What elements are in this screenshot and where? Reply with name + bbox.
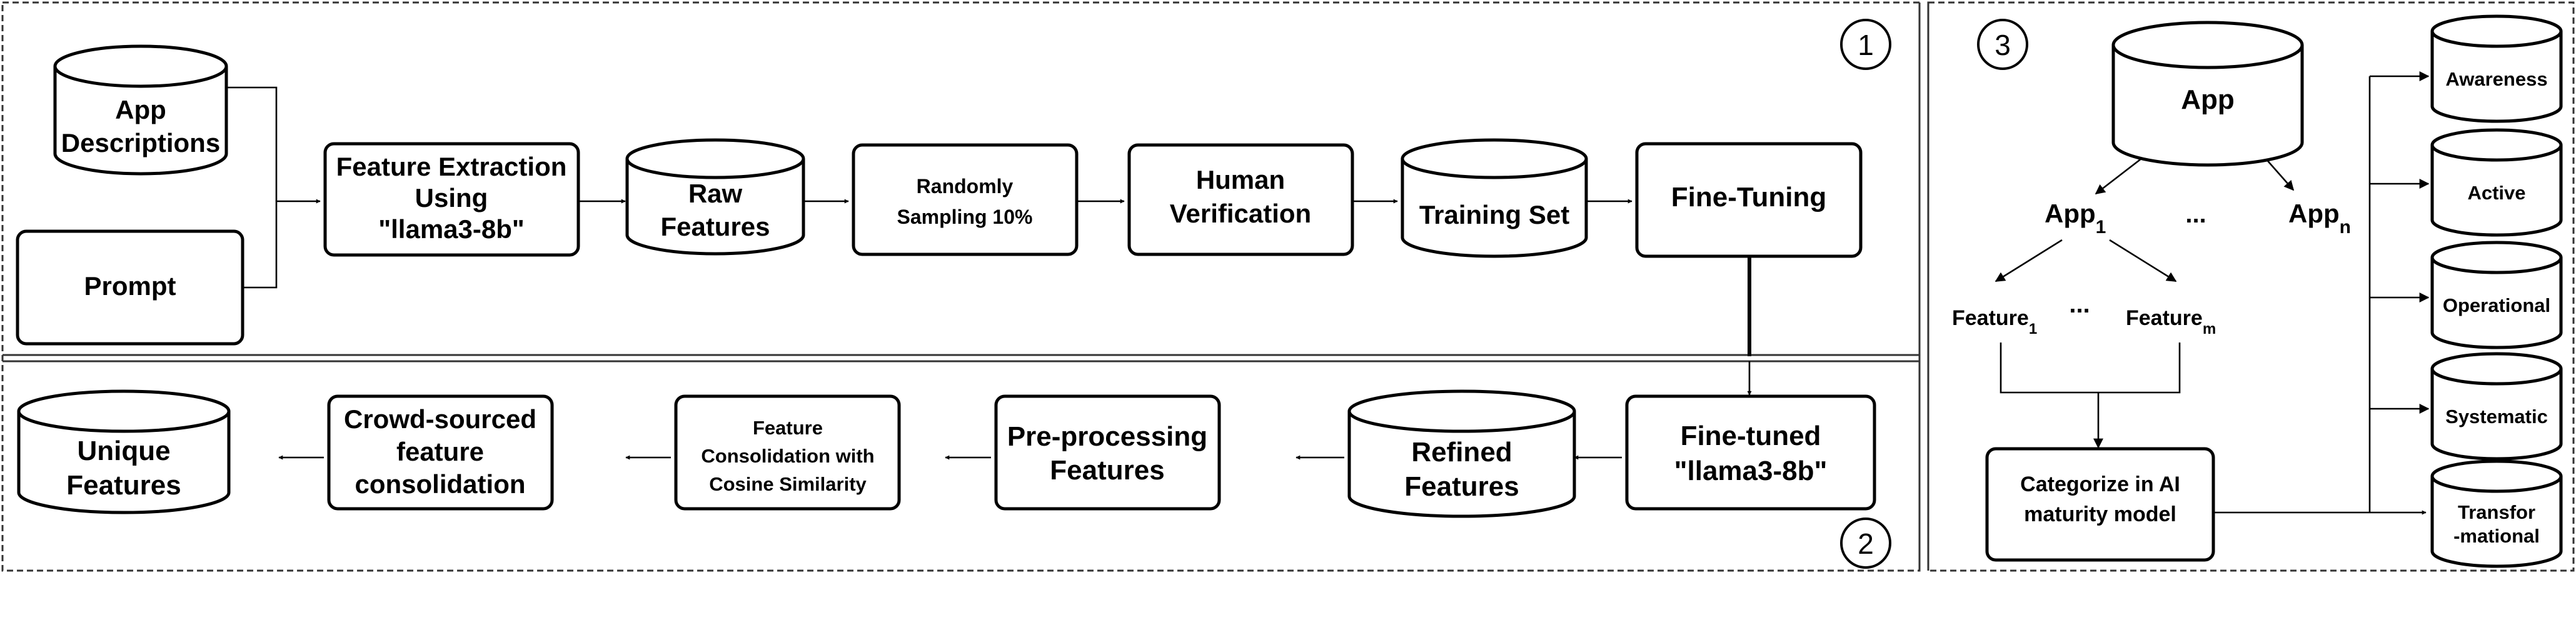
svg-text:Fine-tuned: Fine-tuned	[1681, 421, 1821, 451]
svg-text:Sampling 10%: Sampling 10%	[897, 206, 1033, 228]
prompt-box: Prompt	[16, 229, 244, 346]
svg-text:App: App	[2181, 84, 2235, 115]
app-descriptions-cylinder: App Descriptions	[53, 44, 228, 176]
maturity-level-label: Operational	[2443, 294, 2550, 316]
svg-text:Using: Using	[415, 183, 488, 212]
svg-text:Descriptions: Descriptions	[61, 128, 220, 158]
feature-extraction-box: Feature Extraction Using "llama3-8b"	[323, 142, 580, 257]
features-ellipsis: ...	[2069, 291, 2090, 318]
svg-text:Features: Features	[660, 212, 770, 241]
svg-text:Human: Human	[1196, 165, 1285, 194]
fine-tuned-model-box: Fine-tuned "llama3-8b"	[1625, 394, 1876, 511]
section-number-1: 1	[1840, 19, 1891, 70]
svg-text:Verification: Verification	[1170, 199, 1311, 228]
svg-text:Pre-processing: Pre-processing	[1007, 421, 1207, 452]
maturity-level-operational-cylinder: Operational	[2430, 241, 2563, 349]
maturity-level-label: Awareness	[2445, 68, 2547, 90]
svg-text:feature: feature	[396, 437, 484, 466]
svg-text:Features: Features	[66, 470, 181, 501]
svg-text:Feature: Feature	[753, 417, 823, 439]
svg-text:Refined: Refined	[1411, 437, 1512, 468]
maturity-level-active-cylinder: Active	[2430, 128, 2563, 237]
svg-text:Prompt: Prompt	[84, 271, 176, 301]
section-number-2: 2	[1840, 518, 1891, 569]
maturity-level-transformational-cylinder: Transfor-mational	[2430, 459, 2563, 568]
feature-m-label: Featurem	[2126, 306, 2216, 338]
apps-ellipsis: ...	[2185, 201, 2206, 228]
svg-text:Cosine Similarity: Cosine Similarity	[709, 473, 867, 495]
random-sampling-box: Randomly Sampling 10%	[852, 143, 1079, 256]
svg-text:Features: Features	[1050, 455, 1164, 486]
maturity-level-label: -mational	[2453, 525, 2540, 547]
maturity-connectors	[1995, 71, 2430, 512]
svg-text:Crowd-sourced: Crowd-sourced	[344, 404, 536, 434]
svg-text:Raw: Raw	[688, 179, 743, 208]
maturity-level-systematic-cylinder: Systematic	[2430, 352, 2563, 461]
training-set-cylinder: Training Set	[1401, 138, 1588, 258]
maturity-level-awareness-cylinder: Awareness	[2430, 14, 2563, 123]
human-verification-box: Human Verification	[1127, 143, 1354, 256]
svg-text:Categorize in AI: Categorize in AI	[2020, 472, 2180, 496]
svg-text:consolidation: consolidation	[355, 469, 526, 499]
svg-text:3: 3	[1995, 29, 2011, 61]
app-1-label: App1	[2045, 199, 2106, 238]
preprocessing-box: Pre-processing Features	[994, 394, 1221, 511]
section-number-3: 3	[1977, 19, 2028, 70]
fine-tuning-box: Fine-Tuning	[1635, 142, 1863, 258]
svg-text:Fine-Tuning: Fine-Tuning	[1671, 182, 1826, 212]
raw-features-cylinder: Raw Features	[625, 138, 805, 256]
maturity-levels: AwarenessActiveOperationalSystematicTran…	[2430, 14, 2563, 568]
refined-features-cylinder: Refined Features	[1347, 389, 1576, 518]
maturity-level-label: Active	[2467, 182, 2525, 204]
maturity-level-label: Transfor	[2458, 501, 2535, 523]
svg-text:App: App	[115, 95, 166, 124]
svg-text:Features: Features	[1404, 471, 1519, 502]
svg-text:"llama3-8b": "llama3-8b"	[1674, 456, 1828, 486]
svg-text:Unique: Unique	[77, 436, 170, 466]
pipeline1-connectors	[226, 86, 1633, 289]
svg-text:maturity model: maturity model	[2024, 502, 2176, 526]
app-cylinder: App	[2111, 21, 2304, 167]
svg-text:Training Set: Training Set	[1419, 200, 1569, 229]
app-n-label: Appn	[2288, 199, 2351, 238]
unique-features-cylinder: Unique Features	[17, 389, 231, 514]
pipeline2-connectors	[278, 455, 2427, 515]
crowd-sourced-box: Crowd-sourced feature consolidation	[327, 394, 554, 511]
categorize-box: Categorize in AI maturity model	[1985, 447, 2215, 562]
svg-text:2: 2	[1858, 528, 1874, 560]
svg-text:Consolidation with: Consolidation with	[701, 445, 874, 467]
svg-text:Feature Extraction: Feature Extraction	[336, 152, 567, 181]
cosine-consolidation-box: Feature Consolidation with Cosine Simila…	[674, 394, 901, 511]
svg-text:Randomly: Randomly	[917, 175, 1014, 198]
svg-text:"llama3-8b": "llama3-8b"	[378, 214, 525, 244]
maturity-level-label: Systematic	[2445, 406, 2548, 428]
svg-text:1: 1	[1858, 29, 1874, 61]
feature-1-label: Feature1	[1952, 306, 2037, 338]
